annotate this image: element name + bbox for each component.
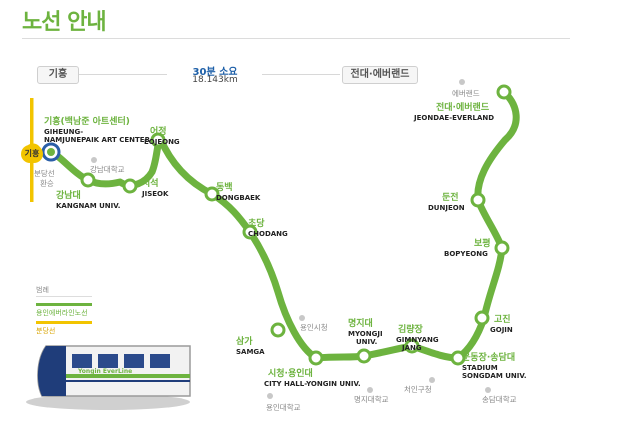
station-label-stadium-en-1: STADIUM [462, 364, 498, 372]
station-marker-samga[interactable] [270, 322, 286, 338]
landmark-dot-myongji-univ [367, 387, 373, 393]
landmark-dot-kangnam [91, 157, 97, 163]
station-label-bopyeong: 보평 [474, 237, 491, 249]
station-label-everland: 전대·에버랜드 [436, 101, 490, 113]
station-label-dunjeon: 둔전 [442, 191, 459, 203]
landmark-songdam-univ: 송담대학교 [482, 394, 517, 404]
page-title: 노선 안내 [22, 10, 107, 35]
everline-route [48, 88, 520, 362]
station-marker-everland[interactable] [496, 84, 512, 100]
station-label-giheung-en-2: NAMJUNEPAIK ART CENTER [44, 136, 151, 144]
landmark-dot-cheoin [429, 377, 435, 383]
legend-everline-label: 용인에버라인노선 [36, 309, 88, 317]
transfer-note-line: 분당선 [34, 168, 55, 178]
legend-bundang-swatch [36, 321, 92, 324]
landmark-dot-songdam [485, 387, 491, 393]
landmark-cheoin-office: 처인구청 [404, 384, 432, 394]
station-label-stadium: 운동장·송담대 [462, 351, 515, 363]
station-label-everland-en: JEONDAE-EVERLAND [413, 114, 494, 122]
station-label-dongbaek: 동백 [216, 181, 233, 193]
station-label-jiseok-en: JISEOK [141, 190, 169, 198]
station-label-giheung-en-1: GIHEUNG- [44, 128, 83, 136]
route-span-line-left [79, 74, 167, 75]
station-label-stadium-en-2: SONGDAM UNIV. [462, 372, 527, 380]
station-label-eojeong-en: EOJEONG [144, 138, 180, 146]
legend-bundang-label: 분당선 [36, 327, 56, 335]
title-divider [22, 38, 570, 39]
station-label-kangnam-univ: 강남대 [56, 189, 81, 201]
transfer-note-transfer: 환승 [40, 178, 54, 188]
station-label-cityhall-en: CITY HALL-YONGIN UNIV. [264, 380, 361, 388]
station-label-gimnyangjang-en-1: GIMNYANG [396, 336, 439, 344]
station-label-giheung: 기흥(백남준 아트센터) [44, 115, 130, 127]
landmark-dot-everland [459, 79, 465, 85]
landmark-kangnam-univ: 강남대학교 [90, 164, 125, 174]
station-label-myongji-en-2: UNIV. [356, 338, 377, 346]
station-marker-myongji[interactable] [356, 348, 372, 364]
route-distance: 18.143km [192, 75, 238, 85]
station-marker-kangnam-univ[interactable] [80, 172, 96, 188]
station-label-gojin: 고진 [494, 313, 511, 325]
route-duration: 30분 소요 [192, 67, 238, 78]
end-terminal-button[interactable]: 전대·에버랜드 [342, 66, 418, 84]
station-label-samga: 삼가 [236, 335, 253, 347]
station-label-chodang-en: CHODANG [248, 230, 288, 238]
train-logo: Yongin EverLine [77, 368, 132, 375]
route-span-line-right [262, 74, 340, 75]
station-marker-stadium[interactable] [450, 350, 466, 366]
station-marker-gimnyangjang[interactable] [404, 338, 420, 354]
landmark-dot-cityhall [299, 315, 305, 321]
station-marker-chodang[interactable] [242, 224, 258, 240]
landmark-dot-yongin-univ [267, 393, 273, 399]
station-label-jiseok: 지석 [142, 177, 159, 189]
landmark-yongin-univ: 용인대학교 [266, 402, 301, 412]
station-label-gojin-en: GOJIN [490, 326, 513, 334]
station-label-gimnyangjang: 김량장 [398, 323, 424, 335]
landmark-everland: 에버랜드 [452, 88, 480, 98]
landmark-yongin-cityhall: 용인시청 [300, 322, 328, 332]
legend-title: 범례 [36, 286, 49, 294]
station-marker-dunjeon[interactable] [470, 192, 486, 208]
start-terminal-button[interactable]: 기흥 [37, 66, 79, 84]
station-label-myongji-en-1: MYONGJI [348, 330, 383, 338]
station-label-samga-en: SAMGA [236, 348, 265, 356]
legend-separator [36, 296, 92, 297]
station-label-eojeong: 어정 [150, 125, 167, 137]
station-marker-eojeong[interactable] [150, 132, 166, 148]
station-label-chodang: 초당 [248, 217, 265, 229]
legend-everline-swatch [36, 303, 92, 306]
train-illustration: Yongin EverLine [26, 345, 191, 410]
landmark-myongji-univ: 명지대학교 [354, 394, 389, 404]
station-marker-cityhall[interactable] [308, 350, 324, 366]
station-label-gimnyangjang-en-2: JANG [401, 344, 422, 352]
transfer-badge[interactable]: 기흥 [21, 145, 43, 163]
station-label-dunjeon-en: DUNJEON [428, 204, 465, 212]
station-label-bopyeong-en: BOPYEONG [444, 250, 488, 258]
station-marker-gojin[interactable] [474, 310, 490, 326]
station-label-kangnam-univ-en: KANGNAM UNIV. [56, 202, 120, 210]
station-label-cityhall: 시청·용인대 [268, 367, 313, 379]
station-marker-jiseok[interactable] [122, 178, 138, 194]
station-marker-bopyeong[interactable] [494, 240, 510, 256]
station-marker-dongbaek[interactable] [204, 186, 220, 202]
station-label-myongji: 명지대 [348, 317, 373, 329]
station-label-dongbaek-en: DONGBAEK [216, 194, 261, 202]
